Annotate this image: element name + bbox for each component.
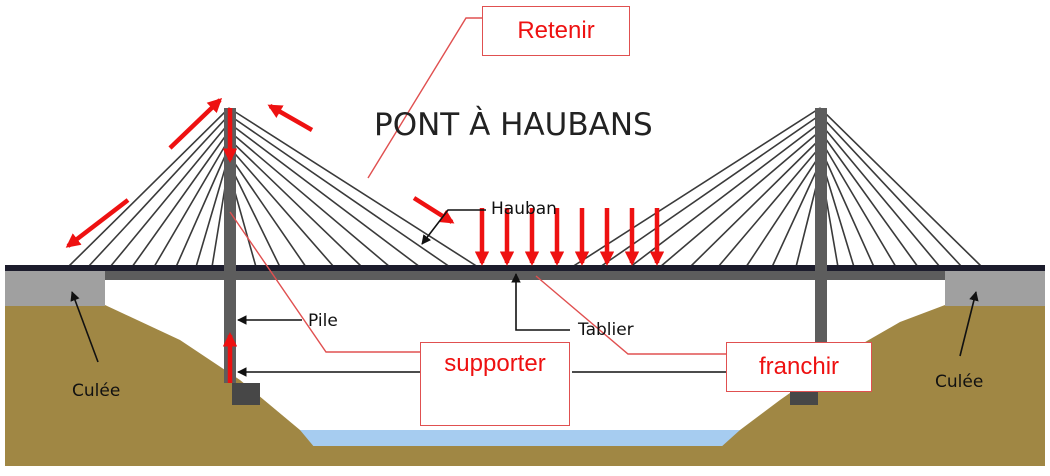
tablier-pointer <box>511 273 570 331</box>
function-box-franchir: franchir <box>726 342 872 392</box>
tension-arrow-1 <box>168 98 223 150</box>
diagram-title: PONT À HAUBANS <box>374 107 653 143</box>
tension-arrow-2 <box>267 104 314 132</box>
right-bank <box>700 278 1045 466</box>
pylon-left <box>224 108 236 383</box>
retenir-connector <box>367 17 484 179</box>
label-culee-right: Culée <box>935 372 984 392</box>
left-bank <box>5 283 330 466</box>
tension-arrow-3 <box>65 198 130 248</box>
abutment-left <box>5 270 105 306</box>
label-hauban: Hauban <box>491 199 557 219</box>
franchir-connector-red <box>535 275 726 355</box>
bridge-deck <box>5 265 1045 271</box>
function-connectors <box>229 17 726 355</box>
ground-bottom <box>290 446 760 466</box>
hauban-pointer <box>421 209 486 245</box>
function-box-supporter: supporter <box>420 342 570 426</box>
pylon-right <box>815 108 827 383</box>
label-pile: Pile <box>308 311 338 331</box>
label-tablier: Tablier <box>578 320 634 340</box>
supporter-connector <box>229 211 420 353</box>
pier-footing-left <box>232 383 260 405</box>
culee-right-pointer <box>959 291 979 357</box>
abutment-right <box>945 270 1045 306</box>
river-water <box>300 430 740 446</box>
culee-left-pointer <box>70 291 99 363</box>
tension-arrow-4 <box>412 196 455 224</box>
label-pointers <box>70 209 979 377</box>
function-box-retenir: Retenir <box>482 6 630 56</box>
label-culee-left: Culée <box>72 381 121 401</box>
stay-cables <box>67 107 983 268</box>
force-arrows <box>65 98 665 383</box>
bridge-deck-underside <box>105 271 945 280</box>
